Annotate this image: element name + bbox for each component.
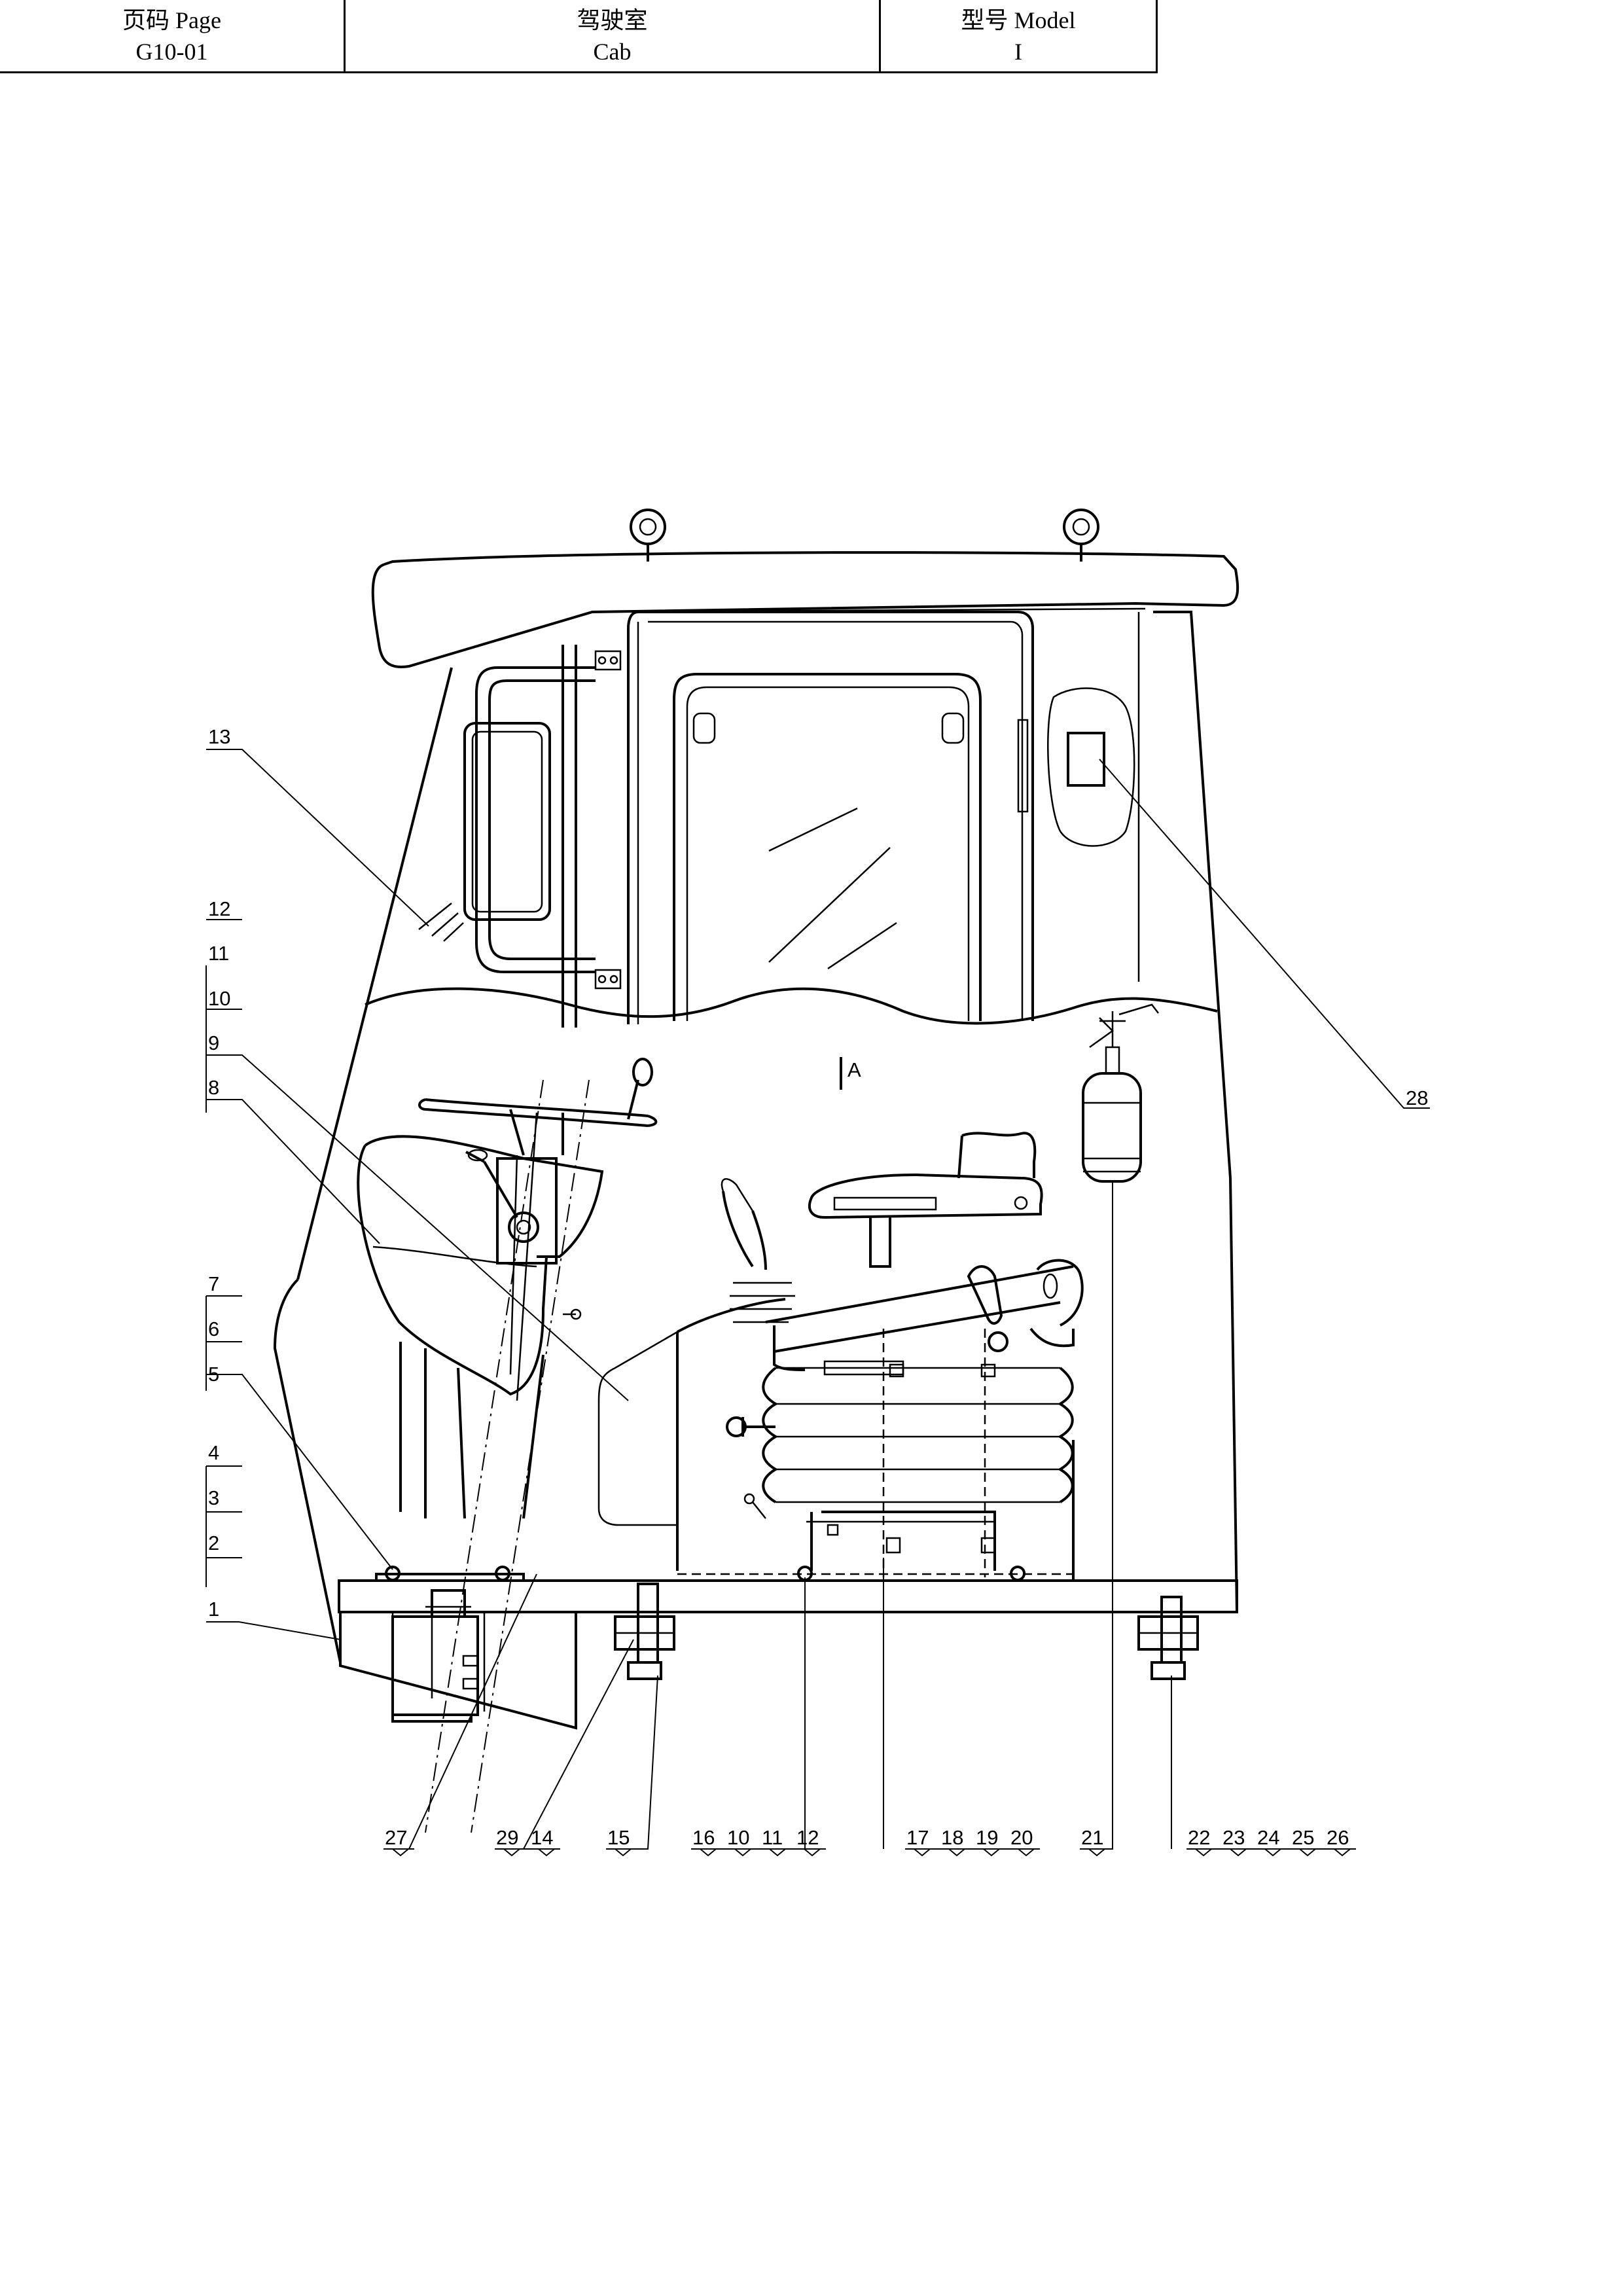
callout-18: 18 — [941, 1826, 963, 1849]
fire-extinguisher — [1082, 1003, 1159, 1183]
model-cell: 型号 Model I — [880, 0, 1158, 73]
callout-group-underline — [691, 1848, 826, 1857]
grab-handle — [418, 666, 596, 973]
page-cell: 页码 Page G10-01 — [0, 0, 346, 73]
title-value: Cab — [593, 38, 632, 65]
callout-17: 17 — [906, 1826, 929, 1849]
lifting-eye-right — [1063, 509, 1099, 562]
callout-2: 2 — [208, 1532, 219, 1554]
callout-28: 28 — [1406, 1086, 1428, 1109]
callout-27: 27 — [385, 1826, 407, 1849]
callout-11: 11 — [762, 1826, 783, 1849]
callout-9: 9 — [208, 1031, 219, 1054]
callout-29: 29 — [496, 1826, 518, 1849]
callout-15: 15 — [607, 1826, 630, 1849]
rubber-mount-left — [614, 1583, 675, 1680]
callout-21: 21 — [1081, 1826, 1103, 1849]
callout-10: 10 — [208, 987, 230, 1010]
callout-1: 1 — [208, 1598, 219, 1621]
callout-3: 3 — [208, 1486, 219, 1509]
callout-4: 4 — [208, 1441, 219, 1464]
callout-16: 16 — [692, 1826, 715, 1849]
callout-group-underline — [905, 1848, 1040, 1857]
callout-14: 14 — [531, 1826, 553, 1849]
callout-group-underline — [1080, 1848, 1111, 1857]
rubber-mount-right — [1137, 1596, 1199, 1680]
view-marker: A — [840, 1057, 861, 1090]
page-number: G10-01 — [135, 38, 208, 65]
cab-floor — [338, 1440, 1238, 1730]
callout-24: 24 — [1257, 1826, 1279, 1849]
callout-group-underline — [1186, 1848, 1356, 1857]
warning-label — [1047, 687, 1135, 847]
title-label: 驾驶室 — [577, 7, 648, 33]
callout-10: 10 — [727, 1826, 749, 1849]
callout-12: 12 — [796, 1826, 819, 1849]
callout-19: 19 — [976, 1826, 998, 1849]
callout-13: 13 — [208, 725, 230, 748]
callout-11: 11 — [208, 942, 229, 965]
callout-7: 7 — [208, 1272, 219, 1295]
callout-25: 25 — [1292, 1826, 1314, 1849]
callout-6: 6 — [208, 1318, 219, 1340]
callout-8: 8 — [208, 1076, 219, 1099]
callout-26: 26 — [1327, 1826, 1349, 1849]
steering-assembly — [357, 1058, 658, 1833]
callout-12: 12 — [208, 897, 230, 920]
title-block: 页码 Page G10-01 驾驶室 Cab 型号 Model I — [0, 0, 1158, 73]
title-cell: 驾驶室 Cab — [344, 0, 881, 73]
callout-20: 20 — [1010, 1826, 1033, 1849]
callout-group-underline — [495, 1848, 560, 1857]
cab-roof — [371, 551, 1240, 668]
model-label: 型号 Model — [961, 7, 1076, 33]
view-marker-label: A — [847, 1058, 861, 1081]
callout-22: 22 — [1188, 1826, 1210, 1849]
operator-seat — [597, 1132, 1084, 1577]
cab-door — [562, 611, 1034, 1028]
page-label: 页码 Page — [122, 7, 221, 33]
callout-5: 5 — [208, 1363, 219, 1386]
callout-23: 23 — [1222, 1826, 1245, 1849]
callout-group-underline — [606, 1848, 637, 1857]
callout-group-underline — [383, 1848, 414, 1857]
cab-body — [273, 611, 1238, 1663]
model-value: I — [1014, 38, 1022, 65]
lifting-eye-left — [630, 509, 666, 562]
